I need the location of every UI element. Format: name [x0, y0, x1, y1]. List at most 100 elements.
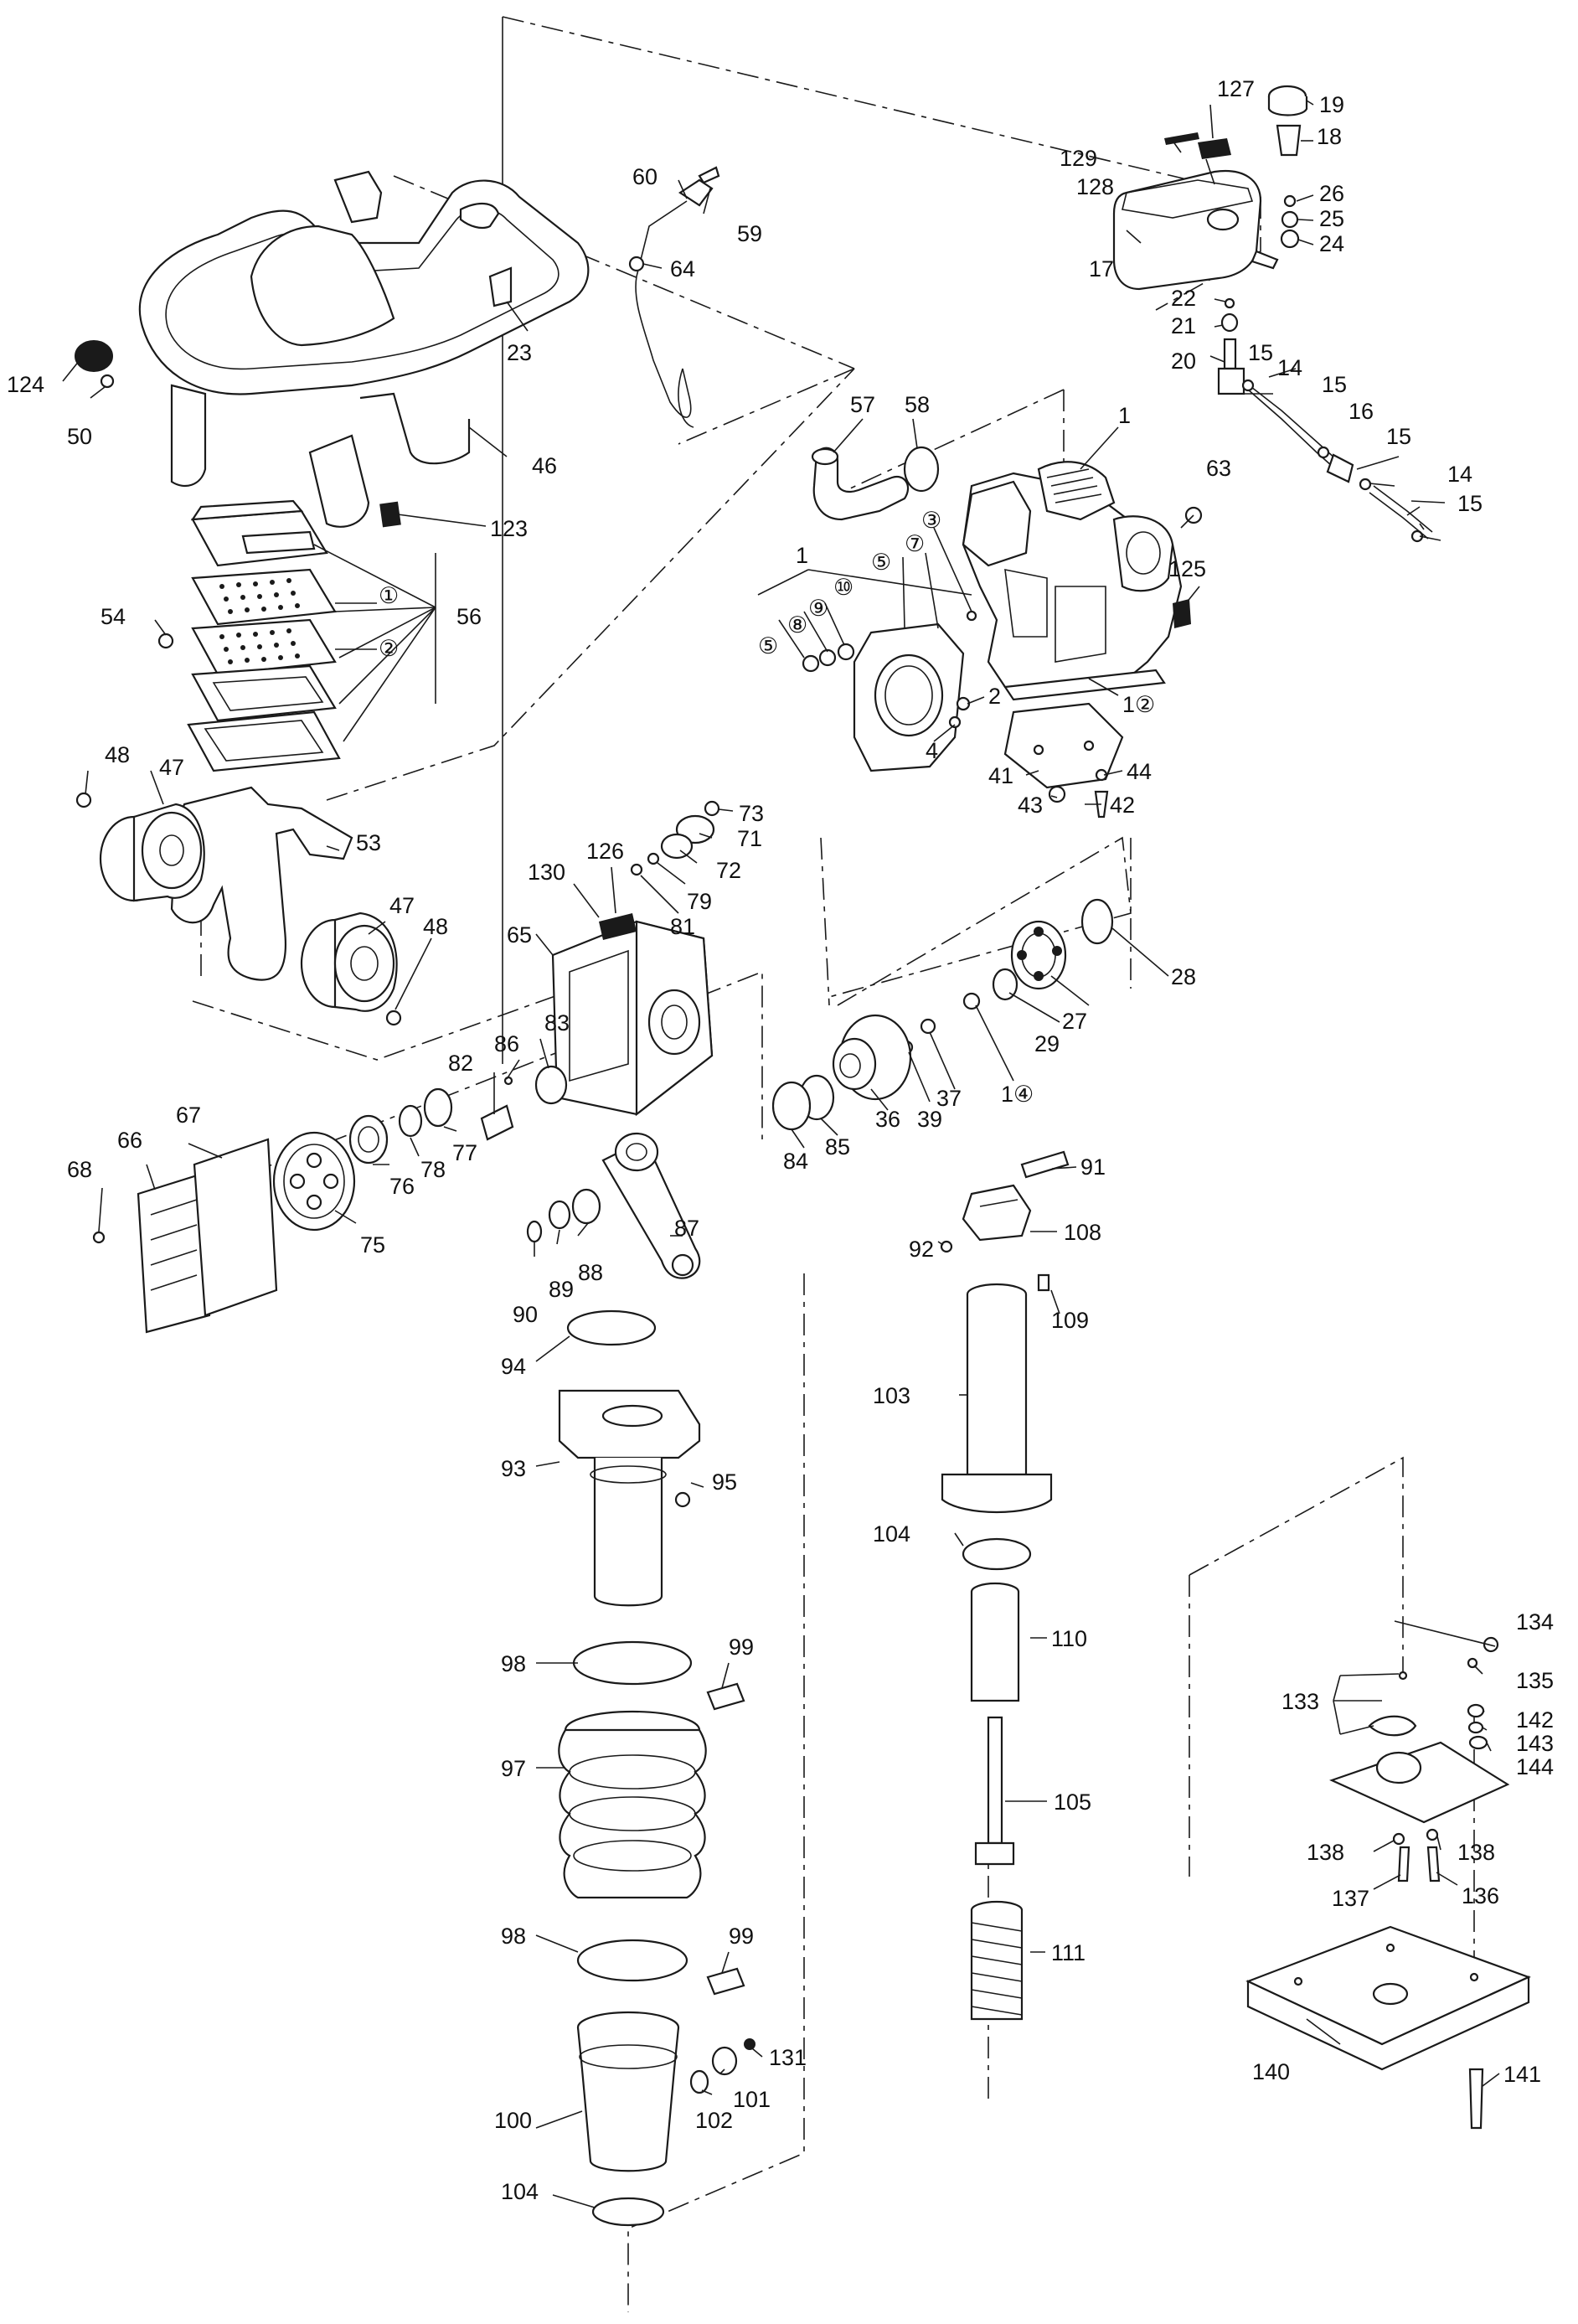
bolt-48a: [75, 792, 92, 808]
washer-143: [1467, 1721, 1484, 1734]
spring-110: [970, 1582, 1020, 1702]
callout-105: 105: [1054, 1789, 1091, 1815]
ring-90: [526, 1220, 543, 1243]
bearing-76: [348, 1114, 389, 1165]
key-86: [503, 1076, 513, 1086]
bolt-43: [1048, 785, 1066, 803]
nut-142: [1467, 1703, 1485, 1718]
callout-92: 92: [909, 1237, 934, 1262]
callout-127: 127: [1217, 76, 1255, 101]
guide-cylinder-93: [558, 1389, 701, 1607]
callout-100: 100: [494, 2108, 532, 2133]
damper-47a: [99, 803, 205, 902]
callout-1d: 1④: [1001, 1082, 1034, 1107]
engine-1: [962, 461, 1183, 701]
callout-36: 36: [875, 1107, 900, 1132]
bolt-68: [92, 1231, 106, 1244]
bolt-48b: [385, 1010, 402, 1026]
o-ring-104a: [962, 1537, 1032, 1571]
callout-108: 108: [1064, 1220, 1101, 1245]
air-elbow-57: [811, 447, 910, 521]
callout-16: 16: [1349, 399, 1374, 424]
callout-110: 110: [1051, 1626, 1087, 1651]
strainer-18: [1276, 124, 1302, 157]
bellows-97: [558, 1710, 707, 1899]
clamp-15a: [1241, 379, 1255, 392]
callout-98b: 98: [501, 1924, 526, 1949]
ring-138a: [1392, 1832, 1405, 1846]
callout-5a: ⑤: [871, 550, 891, 575]
damper-47b: [300, 912, 398, 1012]
callout-15d: 15: [1457, 491, 1483, 516]
callout-56b: ②: [379, 636, 399, 661]
clamp-15c: [1359, 478, 1372, 491]
callout-1b: 1: [796, 543, 808, 568]
callout-10: ⑩: [833, 575, 853, 600]
callout-134: 134: [1516, 1609, 1554, 1635]
flange-adapter: [853, 622, 965, 772]
callout-133: 133: [1281, 1689, 1319, 1714]
callout-47a: 47: [159, 755, 184, 780]
callout-93: 93: [501, 1456, 526, 1481]
callout-50: 50: [67, 424, 92, 449]
callout-39: 39: [917, 1107, 942, 1132]
callout-43: 43: [1018, 793, 1043, 818]
rod-105: [974, 1716, 1015, 1866]
fuel-cock-20: [1217, 338, 1245, 395]
label-127: [1198, 138, 1231, 159]
callout-76: 76: [389, 1174, 415, 1199]
callout-94: 94: [501, 1354, 526, 1379]
callout-103: 103: [873, 1383, 910, 1408]
callout-111: 111: [1051, 1940, 1086, 1965]
block-108: [962, 1184, 1032, 1242]
callout-48b: 48: [423, 914, 448, 939]
callout-79: 79: [687, 889, 712, 914]
piston-103: [941, 1283, 1053, 1514]
bearing-88: [571, 1188, 601, 1225]
shoe-140: [1245, 1925, 1531, 2071]
ring-72: [660, 833, 694, 860]
callout-8: ⑧: [787, 612, 807, 638]
callout-17: 17: [1089, 256, 1114, 281]
callout-20: 20: [1171, 349, 1196, 374]
callout-65: 65: [507, 922, 532, 948]
callout-101: 101: [733, 2087, 771, 2112]
callout-138b: 138: [1457, 1840, 1495, 1865]
callout-15b: 15: [1322, 372, 1347, 397]
clutch-27: [1010, 920, 1067, 990]
callout-83: 83: [544, 1010, 570, 1035]
callout-labels: 1 1 1② 1④ 2 ③ 4 ⑤ ⑤ ⑦ ⑧ ⑨ ⑩ 14 14 15 15 …: [7, 76, 1554, 2204]
callout-73: 73: [739, 801, 764, 826]
oil-cup-100: [576, 2011, 680, 2172]
bolt-79: [647, 852, 660, 865]
fuel-filter-16: [1326, 453, 1354, 483]
callout-66: 66: [117, 1128, 142, 1153]
callout-41: 41: [988, 763, 1013, 788]
callout-46: 46: [532, 453, 557, 478]
callout-71: 71: [737, 826, 762, 851]
bolt-37: [920, 1018, 936, 1035]
pin-91: [1020, 1150, 1070, 1179]
callout-125: 125: [1168, 556, 1206, 581]
pin-3: [966, 610, 977, 622]
washer-28: [1080, 898, 1114, 945]
plug-101: [711, 2046, 738, 2076]
foot-plate-assembly: [1329, 1671, 1510, 1824]
callout-59: 59: [737, 221, 762, 246]
seal-8: [802, 654, 820, 673]
bolt-54: [157, 633, 174, 649]
callout-138a: 138: [1307, 1840, 1344, 1865]
callout-141: 141: [1503, 2062, 1541, 2087]
callout-7: ⑦: [905, 531, 925, 556]
seal-9: [818, 648, 837, 667]
callout-81: 81: [670, 914, 695, 939]
bolt-136: [1426, 1846, 1441, 1882]
callout-14b: 14: [1447, 462, 1472, 487]
callout-82: 82: [448, 1051, 473, 1076]
callout-56a: ①: [379, 583, 399, 608]
callout-57: 57: [850, 392, 875, 417]
callout-5b: ⑤: [758, 633, 778, 658]
callout-44: 44: [1127, 759, 1152, 784]
band-98a: [572, 1640, 693, 1686]
callout-54: 54: [101, 604, 126, 629]
